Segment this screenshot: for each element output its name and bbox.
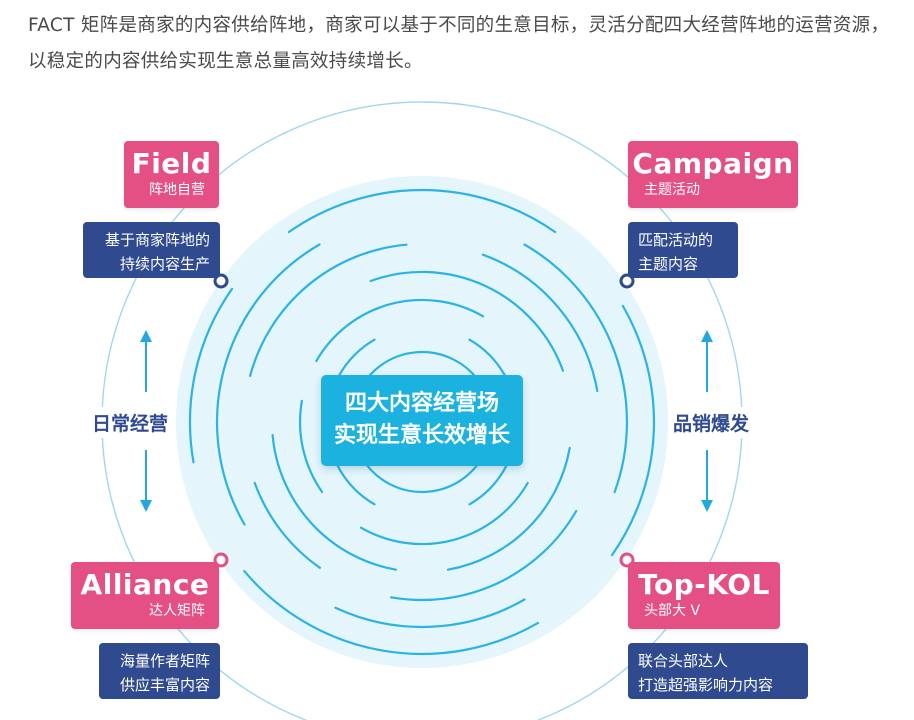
- campaign-title-box: Campaign 主题活动: [628, 141, 798, 208]
- ring-arc: [299, 399, 324, 494]
- ring-arc: [359, 481, 529, 546]
- ring-arc: [249, 243, 408, 377]
- arrow-down-icon: [701, 500, 713, 512]
- campaign-desc-line2: 主题内容: [638, 255, 699, 273]
- left-flow-arrows: [140, 330, 152, 512]
- arrow-down-icon: [140, 500, 152, 512]
- ring-arc: [334, 598, 526, 629]
- ring-arc: [446, 446, 571, 571]
- campaign-title: Campaign: [632, 147, 794, 180]
- daily-operation-label: 日常经营: [88, 407, 173, 438]
- ring-arc: [610, 304, 656, 557]
- ring-arc: [215, 243, 321, 526]
- ring-arc: [481, 253, 599, 393]
- campaign-desc-line1: 匹配活动的: [638, 231, 714, 249]
- topkol-desc-box: 联合头部达人 打造超强影响力内容: [628, 643, 808, 699]
- arrow-up-icon: [701, 330, 713, 342]
- right-flow-arrows: [701, 330, 713, 512]
- ring-arc: [315, 298, 485, 363]
- ring-arc: [253, 481, 321, 569]
- campaign-node-dot: [619, 273, 635, 289]
- ring-arc: [287, 189, 557, 234]
- topkol-title-box: Top-KOL 头部大 V: [628, 562, 780, 629]
- field-desc-line1: 基于商家阵地的: [104, 231, 210, 249]
- topkol-title: Top-KOL: [638, 568, 770, 601]
- alliance-desc-line2: 供应丰富内容: [119, 676, 210, 694]
- field-title: Field: [131, 147, 212, 180]
- ring-arc: [243, 570, 540, 656]
- alliance-title: Alliance: [80, 568, 210, 601]
- ring-arc: [390, 509, 578, 602]
- topkol-desc-line1: 联合头部达人: [638, 652, 729, 670]
- brand-sales-burst-label: 品销爆发: [669, 407, 754, 438]
- intro-text: FACT 矩阵是商家的内容供给阵地，商家可以基于不同的生意目标，灵活分配四大经营…: [28, 15, 890, 72]
- alliance-subtitle: 达人矩阵: [149, 603, 205, 619]
- center-line1: 四大内容经营场: [344, 391, 499, 416]
- center-box: 四大内容经营场 实现生意长效增长: [321, 375, 523, 466]
- alliance-desc-line1: 海量作者矩阵: [119, 652, 210, 670]
- center-line2: 实现生意长效增长: [333, 423, 510, 448]
- topkol-desc-line2: 打造超强影响力内容: [638, 676, 774, 694]
- ring-arc: [188, 287, 234, 464]
- field-desc-box: 基于商家阵地的 持续内容生产: [83, 222, 220, 278]
- topkol-subtitle: 头部大 V: [644, 603, 701, 619]
- ring-arc: [523, 243, 629, 494]
- alliance-desc-box: 海量作者矩阵 供应丰富内容: [99, 643, 220, 699]
- arrow-up-icon: [140, 330, 152, 342]
- campaign-subtitle: 主题活动: [644, 182, 700, 198]
- concentric-arcs: [188, 189, 656, 656]
- ring-arc: [271, 434, 398, 571]
- field-subtitle: 阵地自营: [149, 182, 205, 198]
- field-node-dot: [213, 273, 229, 289]
- field-title-box: Field 阵地自营: [124, 141, 219, 208]
- field-desc-line2: 持续内容生产: [119, 255, 210, 273]
- alliance-title-box: Alliance 达人矩阵: [71, 562, 219, 629]
- ring-arc: [369, 270, 565, 372]
- campaign-desc-box: 匹配活动的 主题内容: [628, 222, 738, 278]
